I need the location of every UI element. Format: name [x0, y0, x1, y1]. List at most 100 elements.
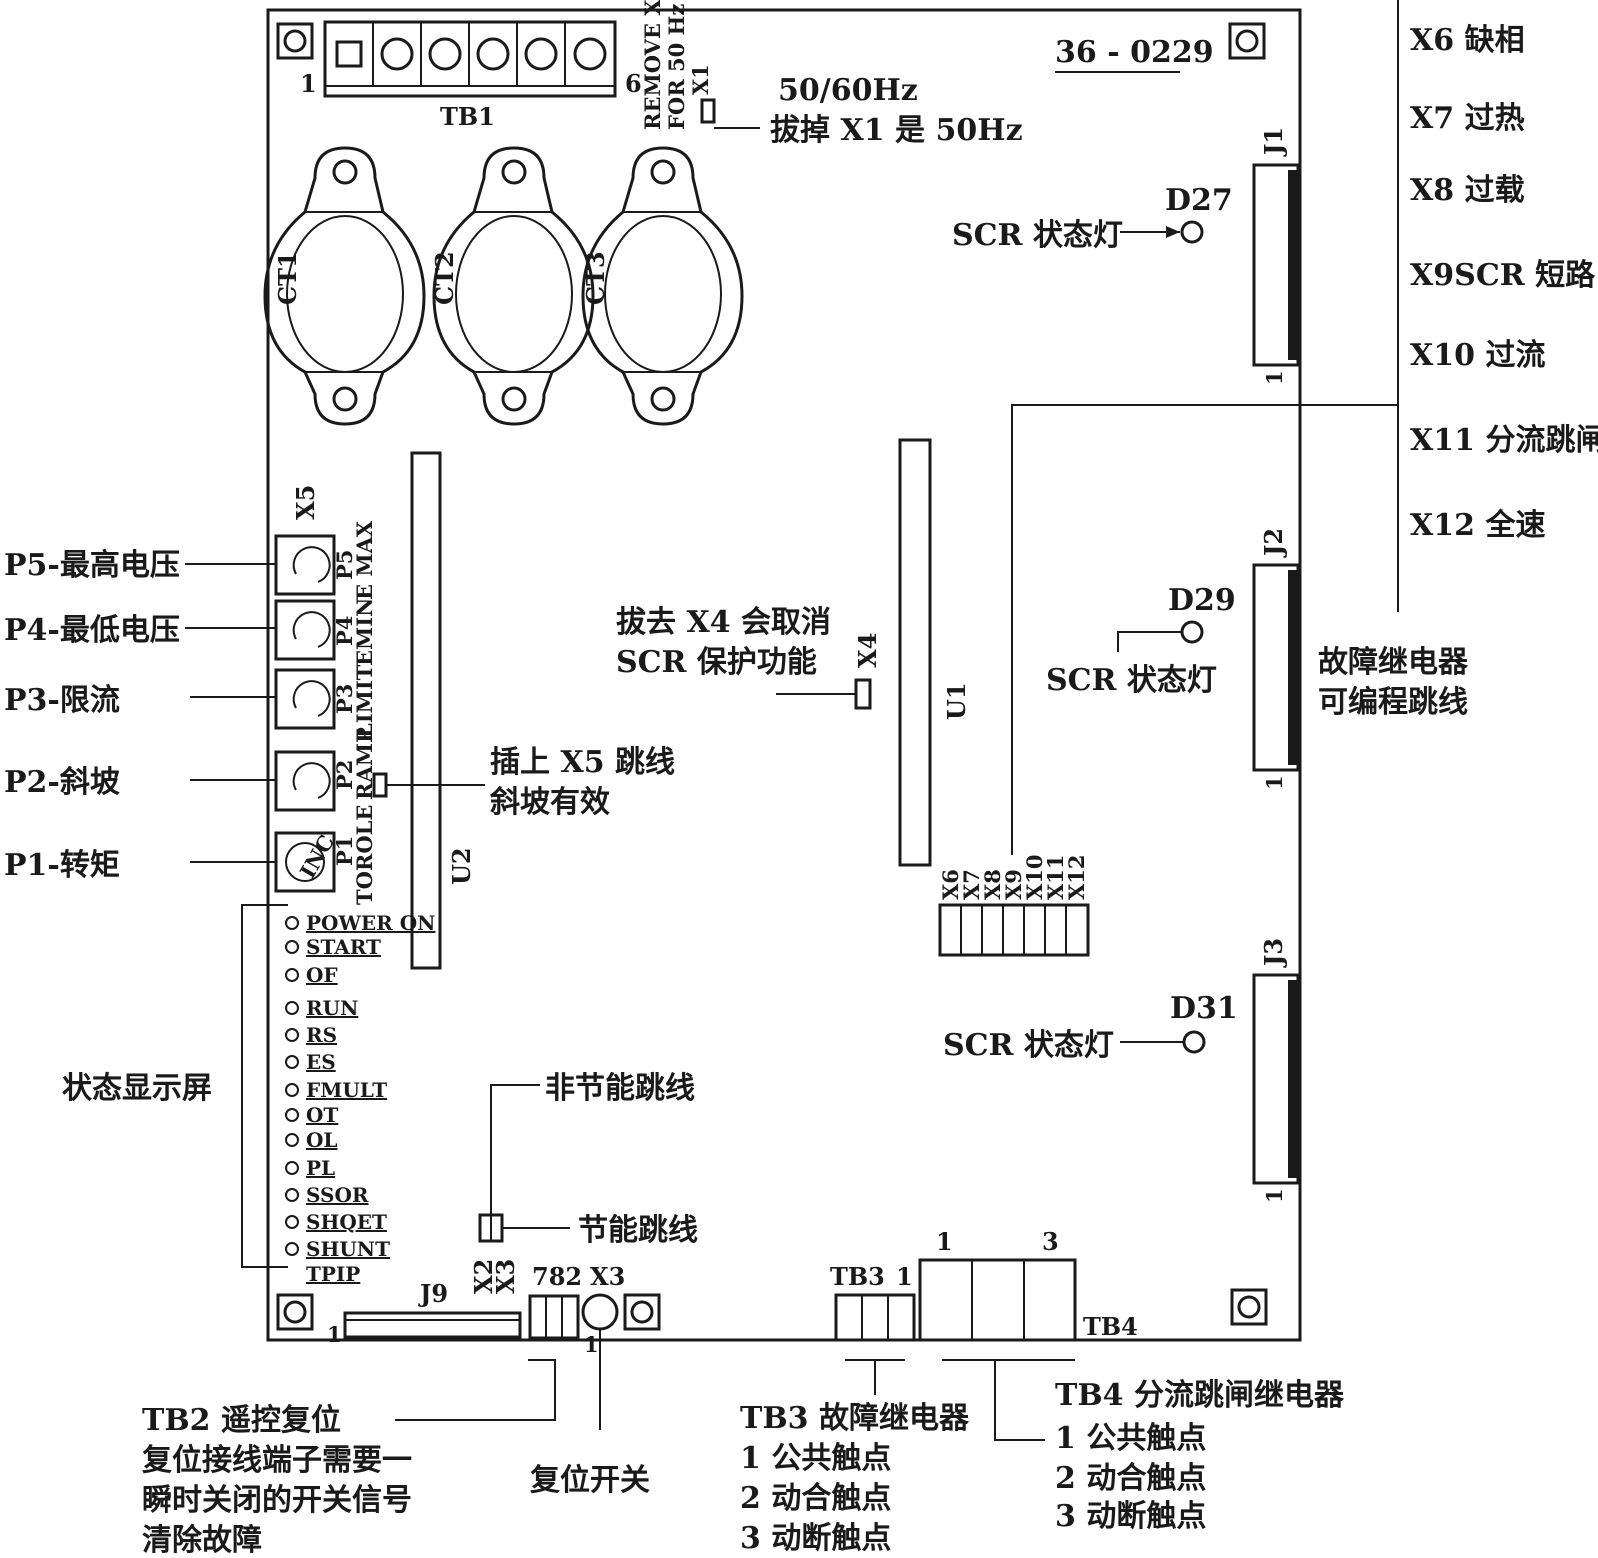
mounting-hole-icon	[1230, 1288, 1268, 1326]
x1-note-text: 拔掉 X1 是 50Hz	[770, 113, 1023, 148]
status-fmult: FMULT	[306, 1078, 387, 1102]
p2-potentiometer	[274, 750, 336, 812]
x4-jumper-label: X4	[853, 633, 882, 668]
ct1-transformer	[263, 146, 426, 426]
x1-freq: 50/60Hz	[778, 73, 918, 108]
d29-led-icon	[1180, 620, 1204, 644]
p4-potentiometer	[274, 599, 336, 661]
d31-id: D31	[1170, 991, 1238, 1026]
tb2-number: 782	[532, 1262, 582, 1291]
d27-label: SCR 状态灯	[952, 218, 1123, 253]
fault-jumper-x11: X11	[1043, 854, 1068, 900]
x3-label-vertical: X3	[491, 1259, 520, 1294]
reset-switch-label: 复位开关	[530, 1463, 650, 1498]
tb1-label: TB1	[440, 102, 495, 131]
saving-jumper-label: 节能跳线	[578, 1213, 698, 1248]
mounting-hole-icon	[276, 1293, 314, 1331]
tb3-pin1: 1	[896, 1262, 913, 1291]
tb3-note-line4: 3 动断触点	[740, 1521, 891, 1556]
j3-connector	[1252, 973, 1300, 1185]
p5-code: P5	[332, 550, 357, 580]
d31-led-icon	[1182, 1030, 1206, 1054]
non-saving-jumper-label: 非节能跳线	[545, 1071, 695, 1106]
status-power-on: POWER ON	[306, 911, 435, 935]
p1-label: P1-转矩	[4, 848, 120, 883]
x3-reset-label: X3	[590, 1262, 625, 1291]
fault-legend-x10: X10 过流	[1410, 338, 1545, 373]
x1-jumper	[700, 98, 716, 124]
reset-switch-pin1: 1	[584, 1332, 599, 1357]
p5-label: P5-最高电压	[4, 548, 180, 583]
x1-remove-text: REMOVE X1	[640, 0, 665, 130]
reset-switch-icon	[581, 1293, 619, 1331]
tb4-terminal	[918, 1258, 1077, 1342]
status-display	[285, 916, 299, 1256]
x4-note-line1: 拔去 X4 会取消	[616, 605, 831, 640]
x5-note-line2: 斜坡有效	[490, 785, 610, 820]
ct2-label: CT2	[430, 251, 459, 305]
u1-label: U1	[942, 682, 971, 720]
tb3-label: TB3	[830, 1262, 885, 1291]
j1-label: J1	[1259, 127, 1288, 157]
fault-jumper-x10: X10	[1022, 854, 1047, 900]
fault-relay-note-line1: 故障继电器	[1318, 645, 1469, 680]
fault-legend-x11: X11 分流跳闸	[1410, 423, 1598, 458]
board-outline	[266, 8, 1302, 1342]
tb3-note-line3: 2 动合触点	[740, 1481, 891, 1516]
d27-led-icon	[1180, 220, 1204, 244]
p4-name: EMIN	[352, 598, 377, 666]
d27-id: D27	[1165, 183, 1233, 218]
u2-chip	[410, 451, 442, 970]
tb1-pin1: 1	[300, 69, 317, 98]
part-number: 36 - 0229	[1055, 35, 1214, 70]
status-ot: OT	[306, 1103, 338, 1127]
tb1-terminal-block	[323, 20, 617, 98]
u1-chip	[898, 438, 932, 867]
status-display-label: 状态显示屏	[62, 1071, 212, 1106]
x4-note-line2: SCR 保护功能	[616, 645, 817, 680]
ct3-label: CT3	[581, 251, 610, 305]
tb2-note-line2: 复位接线端子需要一	[142, 1443, 412, 1478]
p2-name: RAMP	[352, 727, 377, 800]
tb4-pin1: 1	[936, 1227, 953, 1256]
tb3-note-line1: TB3 故障继电器	[740, 1401, 970, 1436]
tb4-label: TB4	[1083, 1312, 1138, 1341]
p1-name: TOROLE	[352, 805, 377, 905]
x2-label: X2	[469, 1259, 498, 1294]
tb4-note-line1: TB4 分流跳闸继电器	[1055, 1378, 1345, 1413]
j9-pin1: 1	[327, 1322, 342, 1347]
j1-connector	[1252, 163, 1300, 367]
fault-legend-x7: X7 过热	[1410, 101, 1525, 136]
status-shqet: SHQET	[306, 1210, 387, 1234]
status-rs: RS	[306, 1023, 337, 1047]
p4-code: P4	[332, 616, 357, 646]
status-ol: OL	[306, 1128, 337, 1152]
status-shunt: SHUNT	[306, 1237, 390, 1261]
tb4-note-line2: 1 公共触点	[1055, 1421, 1206, 1456]
tb4-note-line3: 2 动合触点	[1055, 1461, 1206, 1496]
x5-note-line1: 插上 X5 跳线	[490, 745, 675, 780]
ct1-label: CT1	[273, 251, 302, 305]
p5-potentiometer	[274, 534, 336, 596]
p3-code: P3	[332, 684, 357, 714]
status-start: START	[306, 935, 381, 959]
u2-label: U2	[447, 847, 476, 885]
status-tpip: TPIP	[306, 1262, 360, 1286]
p3-potentiometer	[274, 668, 336, 730]
tb2-note-line4: 清除故障	[142, 1523, 262, 1558]
status-pl: PL	[306, 1156, 335, 1180]
fault-jumper-x7: X7	[959, 869, 984, 900]
fault-jumper-x12: X12	[1064, 854, 1089, 900]
x1-jumper-label: X1	[688, 64, 713, 95]
mounting-hole-icon	[276, 22, 314, 60]
x4-jumper	[854, 678, 872, 710]
tb4-note-line4: 3 动断触点	[1055, 1499, 1206, 1534]
fault-legend-x9: X9SCR 短路	[1410, 258, 1596, 293]
j3-pin1: 1	[1262, 1188, 1287, 1203]
j2-pin1: 1	[1262, 775, 1287, 790]
j9-label: J9	[418, 1279, 448, 1308]
tb4-pin3: 3	[1042, 1227, 1059, 1256]
ct2-transformer	[432, 146, 595, 426]
p1-code: P1	[332, 836, 357, 866]
